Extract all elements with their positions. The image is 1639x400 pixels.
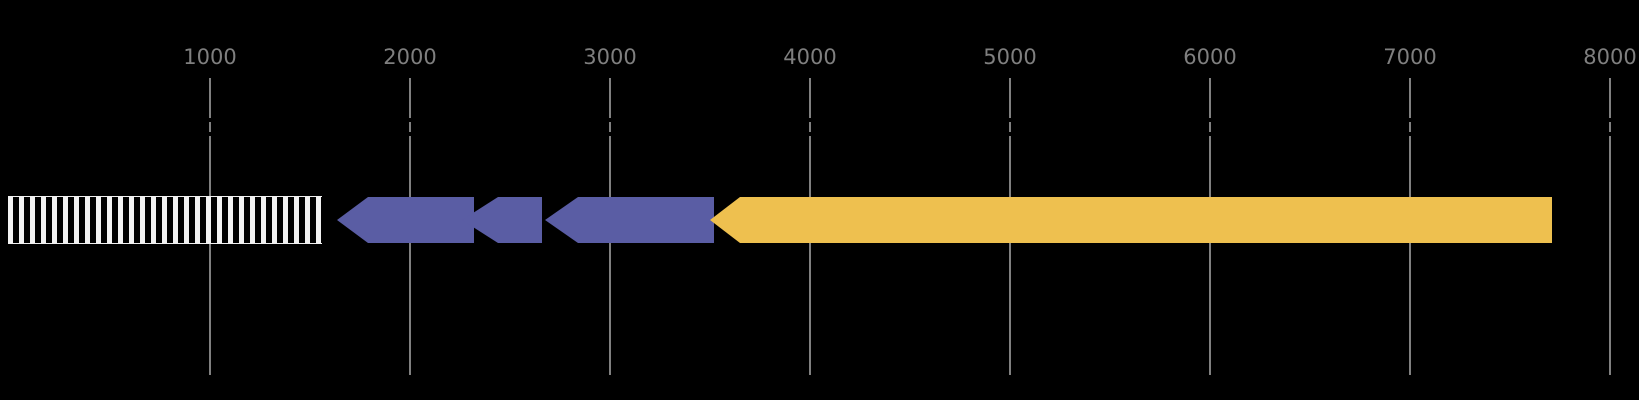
gridline-3000-seg2 <box>609 136 611 375</box>
axis-tick-label-1000: 1000 <box>183 45 237 69</box>
gridline-1000-seg0 <box>209 78 211 118</box>
gridline-2000-seg1 <box>409 122 411 132</box>
gridline-7000-seg0 <box>1409 78 1411 118</box>
axis-tick-label-2000: 2000 <box>383 45 437 69</box>
gridline-8000-seg1 <box>1609 122 1611 132</box>
feature-hatched-region[interactable] <box>8 196 322 244</box>
axis-tick-label-8000: 8000 <box>1583 45 1637 69</box>
gridline-7000-seg1 <box>1409 122 1411 132</box>
axis-tick-label-4000: 4000 <box>783 45 837 69</box>
gridline-4000-seg2 <box>809 136 811 375</box>
gridline-7000-seg2 <box>1409 136 1411 375</box>
gridline-5000-seg1 <box>1009 122 1011 132</box>
feature-yellow-1[interactable] <box>710 197 1552 243</box>
gridline-2000-seg0 <box>409 78 411 118</box>
gridline-1000-seg1 <box>209 122 211 132</box>
axis-tick-label-6000: 6000 <box>1183 45 1237 69</box>
feature-blue-3[interactable] <box>545 197 714 243</box>
feature-blue-2[interactable] <box>462 197 542 243</box>
gridline-5000-seg2 <box>1009 136 1011 375</box>
axis-tick-label-3000: 3000 <box>583 45 637 69</box>
gridline-4000-seg1 <box>809 122 811 132</box>
gridline-6000-seg1 <box>1209 122 1211 132</box>
axis-tick-label-5000: 5000 <box>983 45 1037 69</box>
gridline-8000-seg2 <box>1609 136 1611 375</box>
gridline-2000-seg2 <box>409 136 411 375</box>
gridline-6000-seg2 <box>1209 136 1211 375</box>
gridline-3000-seg0 <box>609 78 611 118</box>
gridline-3000-seg1 <box>609 122 611 132</box>
gridline-6000-seg0 <box>1209 78 1211 118</box>
gridline-5000-seg0 <box>1009 78 1011 118</box>
gridline-1000-seg2 <box>209 136 211 375</box>
gridline-8000-seg0 <box>1609 78 1611 118</box>
gridline-4000-seg0 <box>809 78 811 118</box>
axis-tick-label-7000: 7000 <box>1383 45 1437 69</box>
feature-blue-1[interactable] <box>337 197 474 243</box>
